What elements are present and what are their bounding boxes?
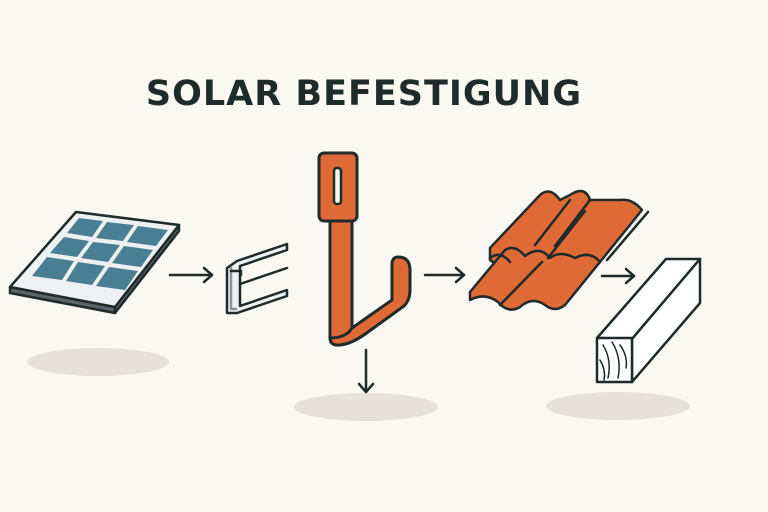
panel-shadow (27, 348, 169, 376)
roof-hook-icon (317, 151, 412, 347)
rafter-shadow (546, 392, 690, 420)
arrow-right-icon (423, 266, 466, 284)
hook-shadow (294, 393, 438, 421)
roof-tile-icon (468, 189, 650, 311)
arrow-right-icon (600, 267, 636, 285)
wooden-rafter-icon (595, 257, 702, 384)
arrow-down-icon (357, 348, 375, 394)
mounting-rail-icon (225, 242, 289, 315)
page-title: SOLAR BEFESTIGUNG (145, 74, 583, 114)
arrow-right-icon (168, 266, 214, 284)
solar-panel-icon (8, 210, 181, 315)
